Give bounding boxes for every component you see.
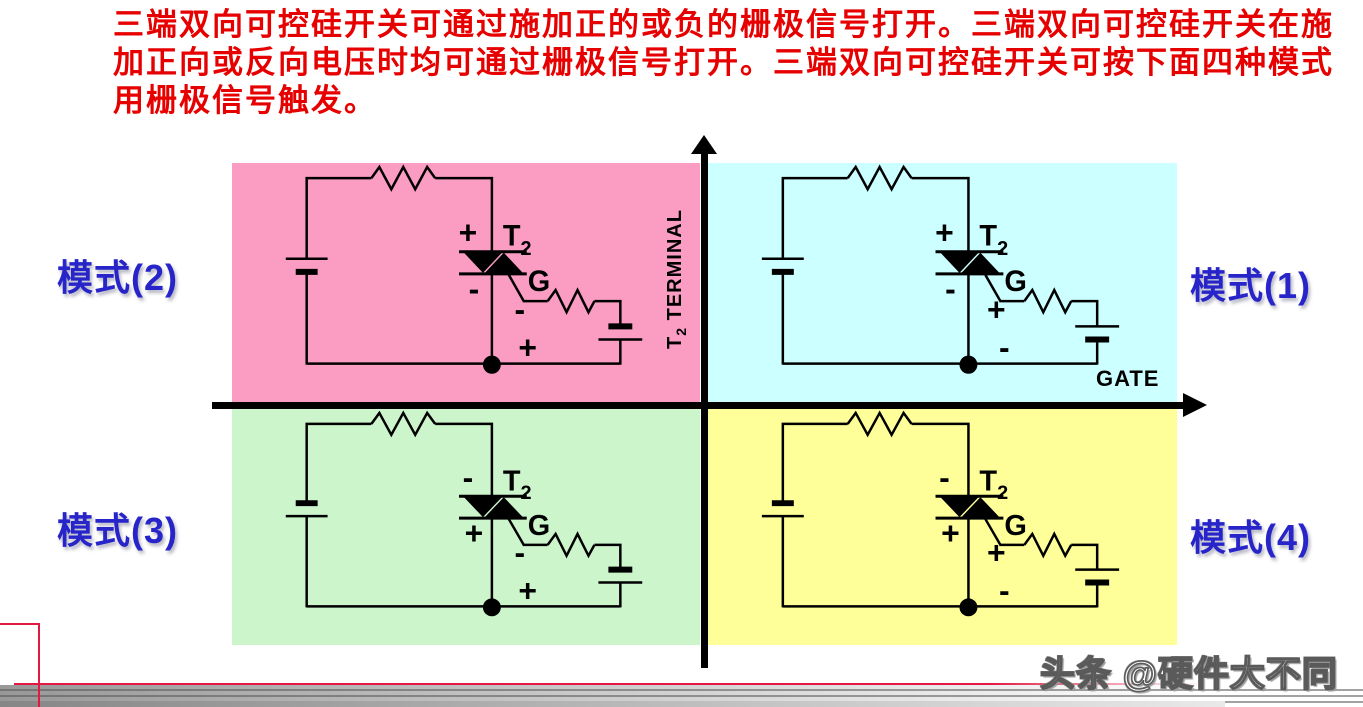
t2-top-polarity-sign: -: [939, 459, 950, 495]
gate-label: G: [528, 266, 550, 298]
bottom-polarity-sign: -: [999, 572, 1010, 608]
gate-lead: [507, 274, 525, 302]
circuit-wires: [781, 176, 1099, 365]
gate-polarity-sign: -: [514, 535, 525, 571]
mode-1-label: 模式(1): [1190, 265, 1311, 306]
t2-axis-arrowhead-icon: [691, 135, 717, 154]
mode-3-label: 模式(3): [57, 510, 178, 551]
quadrant-mode-4: - T2 + G + -: [708, 409, 1177, 645]
mode-2-label: 模式(2): [57, 257, 178, 298]
watermark: 头条 @硬件大不同: [1039, 654, 1338, 695]
gate-polarity-sign: -: [514, 291, 525, 327]
bottom-polarity-sign: +: [518, 329, 537, 365]
gate-resistor: [546, 531, 596, 559]
bottom-polarity-sign: -: [999, 329, 1010, 365]
t2-terminal-label: T2: [979, 465, 1008, 504]
circuit-wires: [305, 422, 622, 608]
load-resistor: [846, 410, 913, 438]
footer-gray-bottom-stripe: [0, 701, 1225, 707]
gate-polarity-sign: +: [987, 291, 1006, 327]
t2-bottom-polarity-sign: +: [465, 515, 484, 551]
t2-bottom-polarity-sign: +: [941, 515, 960, 551]
gate-resistor: [1023, 531, 1073, 559]
gate-lead: [984, 518, 1002, 546]
bottom-polarity-sign: +: [518, 572, 537, 608]
triac-up-triangle: [961, 252, 1000, 273]
triac-up-triangle: [484, 497, 523, 518]
title-line-2: 加正向或反向电压时均可通过栅极信号打开。三端双向可控硅开关可按下面四种模式: [113, 45, 1334, 80]
junction-dot: [482, 355, 501, 374]
mode-4-label: 模式(4): [1190, 517, 1311, 558]
gate-axis-arrowhead-icon: [1183, 393, 1207, 417]
page-title: 三端双向可控硅开关可通过施加正的或负的栅极信号打开。三端双向可控硅开关在施 加正…: [113, 6, 1334, 120]
quadrant-mode-2: + T2 - G - +: [232, 163, 700, 403]
load-resistor: [370, 410, 437, 438]
footer-red-rule: [14, 683, 1204, 685]
triac-down-triangle: [464, 252, 502, 273]
t2-top-polarity-sign: +: [459, 214, 478, 250]
junction-dot: [959, 355, 978, 374]
triac-down-triangle: [940, 497, 979, 518]
title-line-3: 用栅极信号触发。: [113, 83, 377, 118]
load-resistor: [370, 164, 437, 192]
load-resistor: [846, 164, 913, 192]
triac-circuit: - T2 + G + -: [761, 410, 1120, 617]
triac-circuit: + T2 - G - +: [285, 164, 643, 374]
triac-circuit: - T2 + G - +: [285, 410, 643, 617]
junction-dot: [959, 598, 978, 617]
t2-top-polarity-sign: +: [935, 215, 954, 251]
triac-up-triangle: [961, 497, 1000, 518]
t2-terminal-label: T2: [503, 221, 532, 260]
t2-terminal-axis: [701, 150, 708, 668]
footer-red-box-top: [0, 623, 40, 625]
t2-top-polarity-sign: -: [463, 459, 474, 495]
t2-bottom-polarity-sign: -: [945, 271, 956, 307]
t2-terminal-label: T2: [979, 221, 1008, 260]
gate-lead: [984, 274, 1002, 302]
quadrant-mode-1: + T2 - G + -: [708, 163, 1177, 403]
y-axis-label: T2 TERMINAL: [664, 209, 689, 349]
quadrant-mode-3: - T2 + G - +: [232, 409, 700, 645]
gate-label: G: [1004, 510, 1027, 542]
gate-resistor: [546, 287, 596, 316]
gate-lead: [507, 518, 525, 546]
circuit-wires: [305, 176, 622, 365]
gate-polarity-sign: +: [987, 535, 1006, 571]
triac-circuit: + T2 - G + -: [761, 164, 1120, 374]
triac-down-triangle: [464, 497, 502, 518]
circuit-wires: [781, 422, 1099, 608]
title-line-1: 三端双向可控硅开关可通过施加正的或负的栅极信号打开。三端双向可控硅开关在施: [113, 7, 1334, 42]
gate-label: G: [528, 510, 550, 542]
t2-bottom-polarity-sign: -: [469, 271, 480, 307]
gate-resistor: [1023, 287, 1073, 316]
gate-axis: [212, 402, 1185, 409]
junction-dot: [482, 598, 501, 617]
gate-label: G: [1004, 266, 1027, 298]
triac-down-triangle: [940, 252, 979, 273]
footer-red-box-side: [38, 623, 40, 707]
t2-terminal-label: T2: [503, 465, 532, 504]
x-axis-label: GATE: [1096, 366, 1160, 391]
triac-up-triangle: [484, 252, 523, 273]
